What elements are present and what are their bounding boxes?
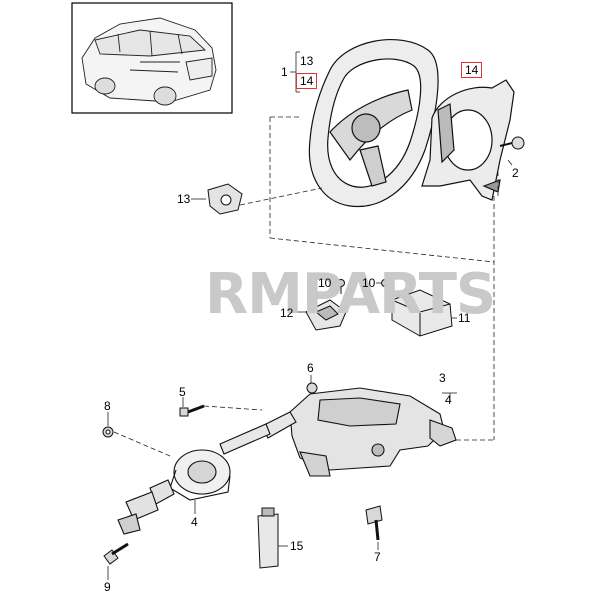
steering-wheel-trim [421, 79, 515, 201]
vehicle-thumbnail-icon [81, 17, 217, 106]
screw-10b-icon [381, 279, 389, 294]
nut-8-icon [102, 426, 114, 438]
callout-6: 6 [307, 361, 314, 375]
callout-10-left: 10 [318, 276, 332, 290]
bolt-9-icon [103, 542, 129, 565]
callout-2: 2 [512, 166, 519, 180]
callout-13-wheel: 13 [300, 54, 314, 68]
callout-8: 8 [104, 399, 111, 413]
screw-2-icon [499, 136, 525, 150]
intermediate-shaft [169, 411, 297, 501]
lubricant-tube-15-icon [257, 507, 279, 569]
bolt-7-icon [365, 505, 383, 541]
callout-5: 5 [179, 385, 186, 399]
bolt-5-icon [179, 404, 205, 417]
callout-4-column: 4 [445, 393, 452, 407]
control-unit-11-icon [391, 289, 453, 337]
watermark: RMPARTS [205, 262, 496, 327]
callout-10-right: 10 [362, 276, 376, 290]
nut-6-icon [306, 382, 318, 394]
callout-14-wheel-highlighted: 14 [296, 73, 318, 89]
callout-11: 11 [458, 311, 471, 325]
steering-wheel [308, 39, 439, 208]
module-12-icon [305, 299, 347, 331]
clip-13-icon [207, 183, 243, 215]
callout-4-boot: 4 [191, 515, 198, 529]
callout-1: 1 [281, 65, 288, 79]
screw-10a-icon [337, 279, 345, 294]
callout-13-clip: 13 [177, 192, 191, 206]
universal-joint [117, 479, 175, 535]
callout-7: 7 [374, 550, 381, 564]
callout-9: 9 [104, 580, 111, 594]
steering-column [289, 387, 457, 477]
callout-12: 12 [280, 306, 294, 320]
callout-15: 15 [290, 539, 304, 553]
callout-3: 3 [439, 371, 446, 385]
callout-14-trim-highlighted: 14 [461, 62, 483, 78]
leader-lines [107, 51, 513, 580]
